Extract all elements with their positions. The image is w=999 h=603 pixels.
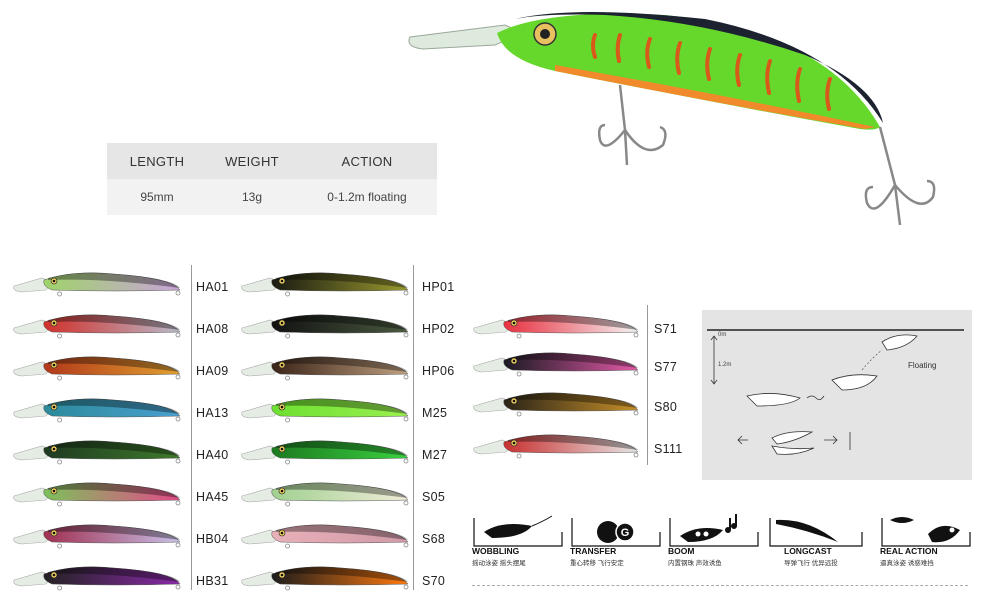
lure-code: HA40: [196, 448, 229, 462]
lure-row: HB04: [12, 518, 256, 558]
feature-longcast: LONGCAST 导弹飞行 优异远投: [768, 512, 864, 568]
divider-col3: [647, 305, 648, 465]
lure-image: [473, 392, 639, 417]
spec-value-row: 95mm 13g 0-1.2m floating: [107, 179, 437, 215]
feature-wobbling: WOBBLING 摇动泳姿 摇头摆尾: [472, 512, 564, 568]
lure-code: S68: [422, 532, 446, 546]
lure-image: [13, 398, 181, 423]
diagram-floating-label: Floating: [908, 361, 937, 370]
lure-image: [241, 314, 409, 339]
lure-row: HP01: [240, 266, 482, 306]
lure-code: HP02: [422, 322, 455, 336]
lure-code: HB31: [196, 574, 229, 588]
lure-row: HA45: [12, 476, 256, 516]
lure-image: [473, 434, 639, 459]
divider-col1: [191, 265, 192, 590]
feature-transfer: G TRANSFER 重心转移 飞行安定: [570, 512, 662, 568]
lure-code: S77: [654, 360, 678, 374]
feature-boom: BOOM 内置钢珠 声效诱鱼: [668, 512, 760, 568]
lure-code: M25: [422, 406, 448, 420]
lure-image: [241, 440, 409, 465]
spec-value-weight: 13g: [241, 190, 263, 204]
lure-code: HP06: [422, 364, 455, 378]
lure-row: S68: [240, 518, 482, 558]
spec-header-row: LENGTH WEIGHT ACTION: [107, 143, 437, 179]
longcast-icon: [769, 518, 863, 547]
lure-code: HA45: [196, 490, 229, 504]
diagram-depth-bottom: 1.2m: [718, 362, 732, 368]
feature-boom-sub: 内置钢珠 声效诱鱼: [668, 560, 722, 567]
lure-image: [241, 398, 409, 423]
real-action-icon: [881, 517, 971, 547]
lure-row: M27: [240, 434, 482, 474]
lure-row: HB31: [12, 560, 256, 600]
feature-real-action-title: REAL ACTION: [880, 546, 938, 556]
lure-image: [13, 440, 181, 465]
lure-row: S05: [240, 476, 482, 516]
lure-image: [13, 272, 181, 297]
feature-wobbling-title: WOBBLING: [472, 546, 520, 556]
lure-code: HA01: [196, 280, 229, 294]
lure-row: HA13: [12, 392, 256, 432]
feature-longcast-title: LONGCAST: [784, 546, 832, 556]
lure-image: [13, 566, 181, 591]
lure-row: S71: [472, 308, 714, 348]
lure-code: S05: [422, 490, 446, 504]
lure-row: HA40: [12, 434, 256, 474]
boom-icon: [669, 514, 759, 547]
lure-image: [241, 272, 409, 297]
feature-longcast-sub: 导弹飞行 优异远投: [784, 560, 838, 567]
spec-header-weight: WEIGHT: [225, 153, 279, 169]
lure-code: HA08: [196, 322, 229, 336]
lure-image: [241, 524, 409, 549]
lure-code: M27: [422, 448, 448, 462]
spec-value-action: 0-1.2m floating: [327, 190, 407, 204]
lure-row: HP06: [240, 350, 482, 390]
lure-image: [241, 482, 409, 507]
diagram-depth-top: 0m: [718, 332, 727, 338]
feature-boom-title: BOOM: [668, 546, 695, 556]
lure-code: S80: [654, 400, 678, 414]
spec-value-length: 95mm: [140, 190, 174, 204]
lure-row: HA08: [12, 308, 256, 348]
hero-lure-image: [408, 12, 936, 226]
lure-image: [473, 352, 639, 377]
lure-row: HA01: [12, 266, 256, 306]
lure-code: S111: [654, 442, 683, 456]
transfer-icon: G: [571, 518, 661, 547]
lure-image: [241, 356, 409, 381]
lure-row: S77: [472, 346, 714, 386]
lure-code: HA09: [196, 364, 229, 378]
action-diagram: 0m 1.2m Floating: [702, 310, 972, 480]
lure-image: [13, 356, 181, 381]
lure-image: [13, 524, 181, 549]
feature-transfer-title: TRANSFER: [570, 546, 617, 556]
bottom-dotted-rule: [472, 585, 968, 586]
lure-code: HA13: [196, 406, 229, 420]
lure-row: M25: [240, 392, 482, 432]
lure-row: HA09: [12, 350, 256, 390]
feature-real-action: REAL ACTION 逼真泳姿 诱惑难挡: [880, 512, 972, 568]
lure-row: S70: [240, 560, 482, 600]
divider-col2: [413, 265, 414, 590]
spec-header-length: LENGTH: [129, 153, 185, 169]
lure-image: [241, 566, 409, 591]
feature-transfer-sub: 重心转移 飞行安定: [570, 560, 624, 567]
lure-image: [13, 482, 181, 507]
wobbling-icon: [473, 515, 563, 547]
lure-code: HP01: [422, 280, 455, 294]
lure-image: [473, 314, 639, 339]
lure-image: [13, 314, 181, 339]
lure-code: S71: [654, 322, 678, 336]
svg-text:G: G: [621, 527, 630, 539]
feature-real-action-sub: 逼真泳姿 诱惑难挡: [880, 560, 934, 567]
lure-row: HP02: [240, 308, 482, 348]
lure-row: S111: [472, 428, 714, 468]
lure-row: S80: [472, 386, 714, 426]
spec-table: LENGTH WEIGHT ACTION 95mm 13g 0-1.2m flo…: [107, 143, 437, 215]
spec-header-action: ACTION: [341, 153, 393, 169]
lure-code: S70: [422, 574, 446, 588]
lure-code: HB04: [196, 532, 229, 546]
feature-wobbling-sub: 摇动泳姿 摇头摆尾: [472, 560, 526, 567]
